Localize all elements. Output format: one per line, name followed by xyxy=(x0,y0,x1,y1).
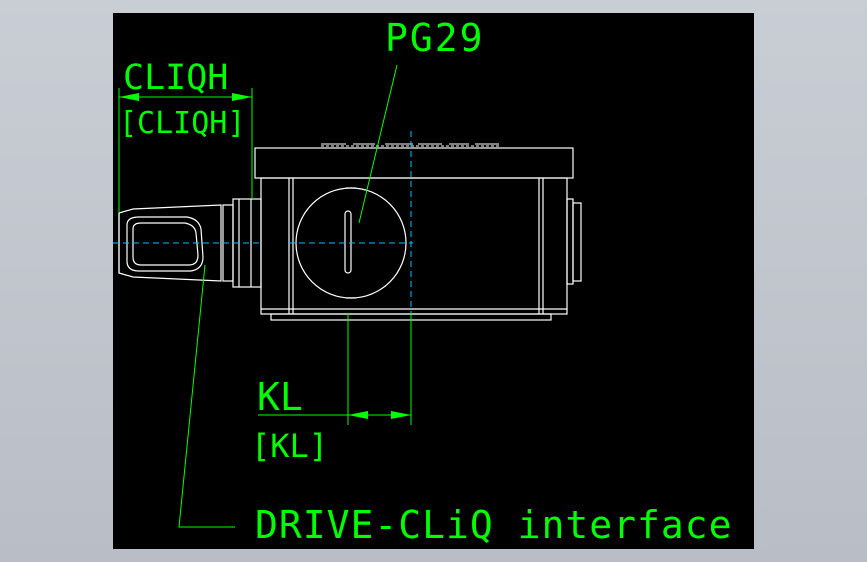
cliqh-arrow-left xyxy=(119,93,139,101)
drive-cliq-label: DRIVE-CLiQ interface xyxy=(255,503,733,547)
body-housing xyxy=(260,177,568,315)
kl-arrow-left xyxy=(348,411,368,419)
cad-drawing: PG29 CLIQH [CLIQH] KL [KL] DRIVE-CLiQ in… xyxy=(113,16,733,547)
drive-cliq-leader xyxy=(178,264,235,528)
kl-label: KL xyxy=(257,375,303,419)
centerlines xyxy=(113,131,413,328)
pg29-leader xyxy=(358,64,398,224)
motor-body xyxy=(222,143,582,321)
cliqh-label: CLIQH xyxy=(123,58,228,98)
pg29-label: PG29 xyxy=(385,16,485,60)
cliqh-arrow-right xyxy=(232,93,252,101)
gland-slot xyxy=(344,210,352,274)
dimensions xyxy=(118,64,412,528)
kl-ref-label: [KL] xyxy=(251,427,328,465)
drive-cliq-plug xyxy=(118,204,222,282)
body-top-cap xyxy=(254,147,574,179)
cad-drawing-viewport[interactable]: PG29 CLIQH [CLIQH] KL [KL] DRIVE-CLiQ in… xyxy=(113,13,754,549)
top-knurl xyxy=(321,143,499,147)
kl-arrow-right xyxy=(391,411,411,419)
cliqh-ref-label: [CLIQH] xyxy=(119,106,245,141)
